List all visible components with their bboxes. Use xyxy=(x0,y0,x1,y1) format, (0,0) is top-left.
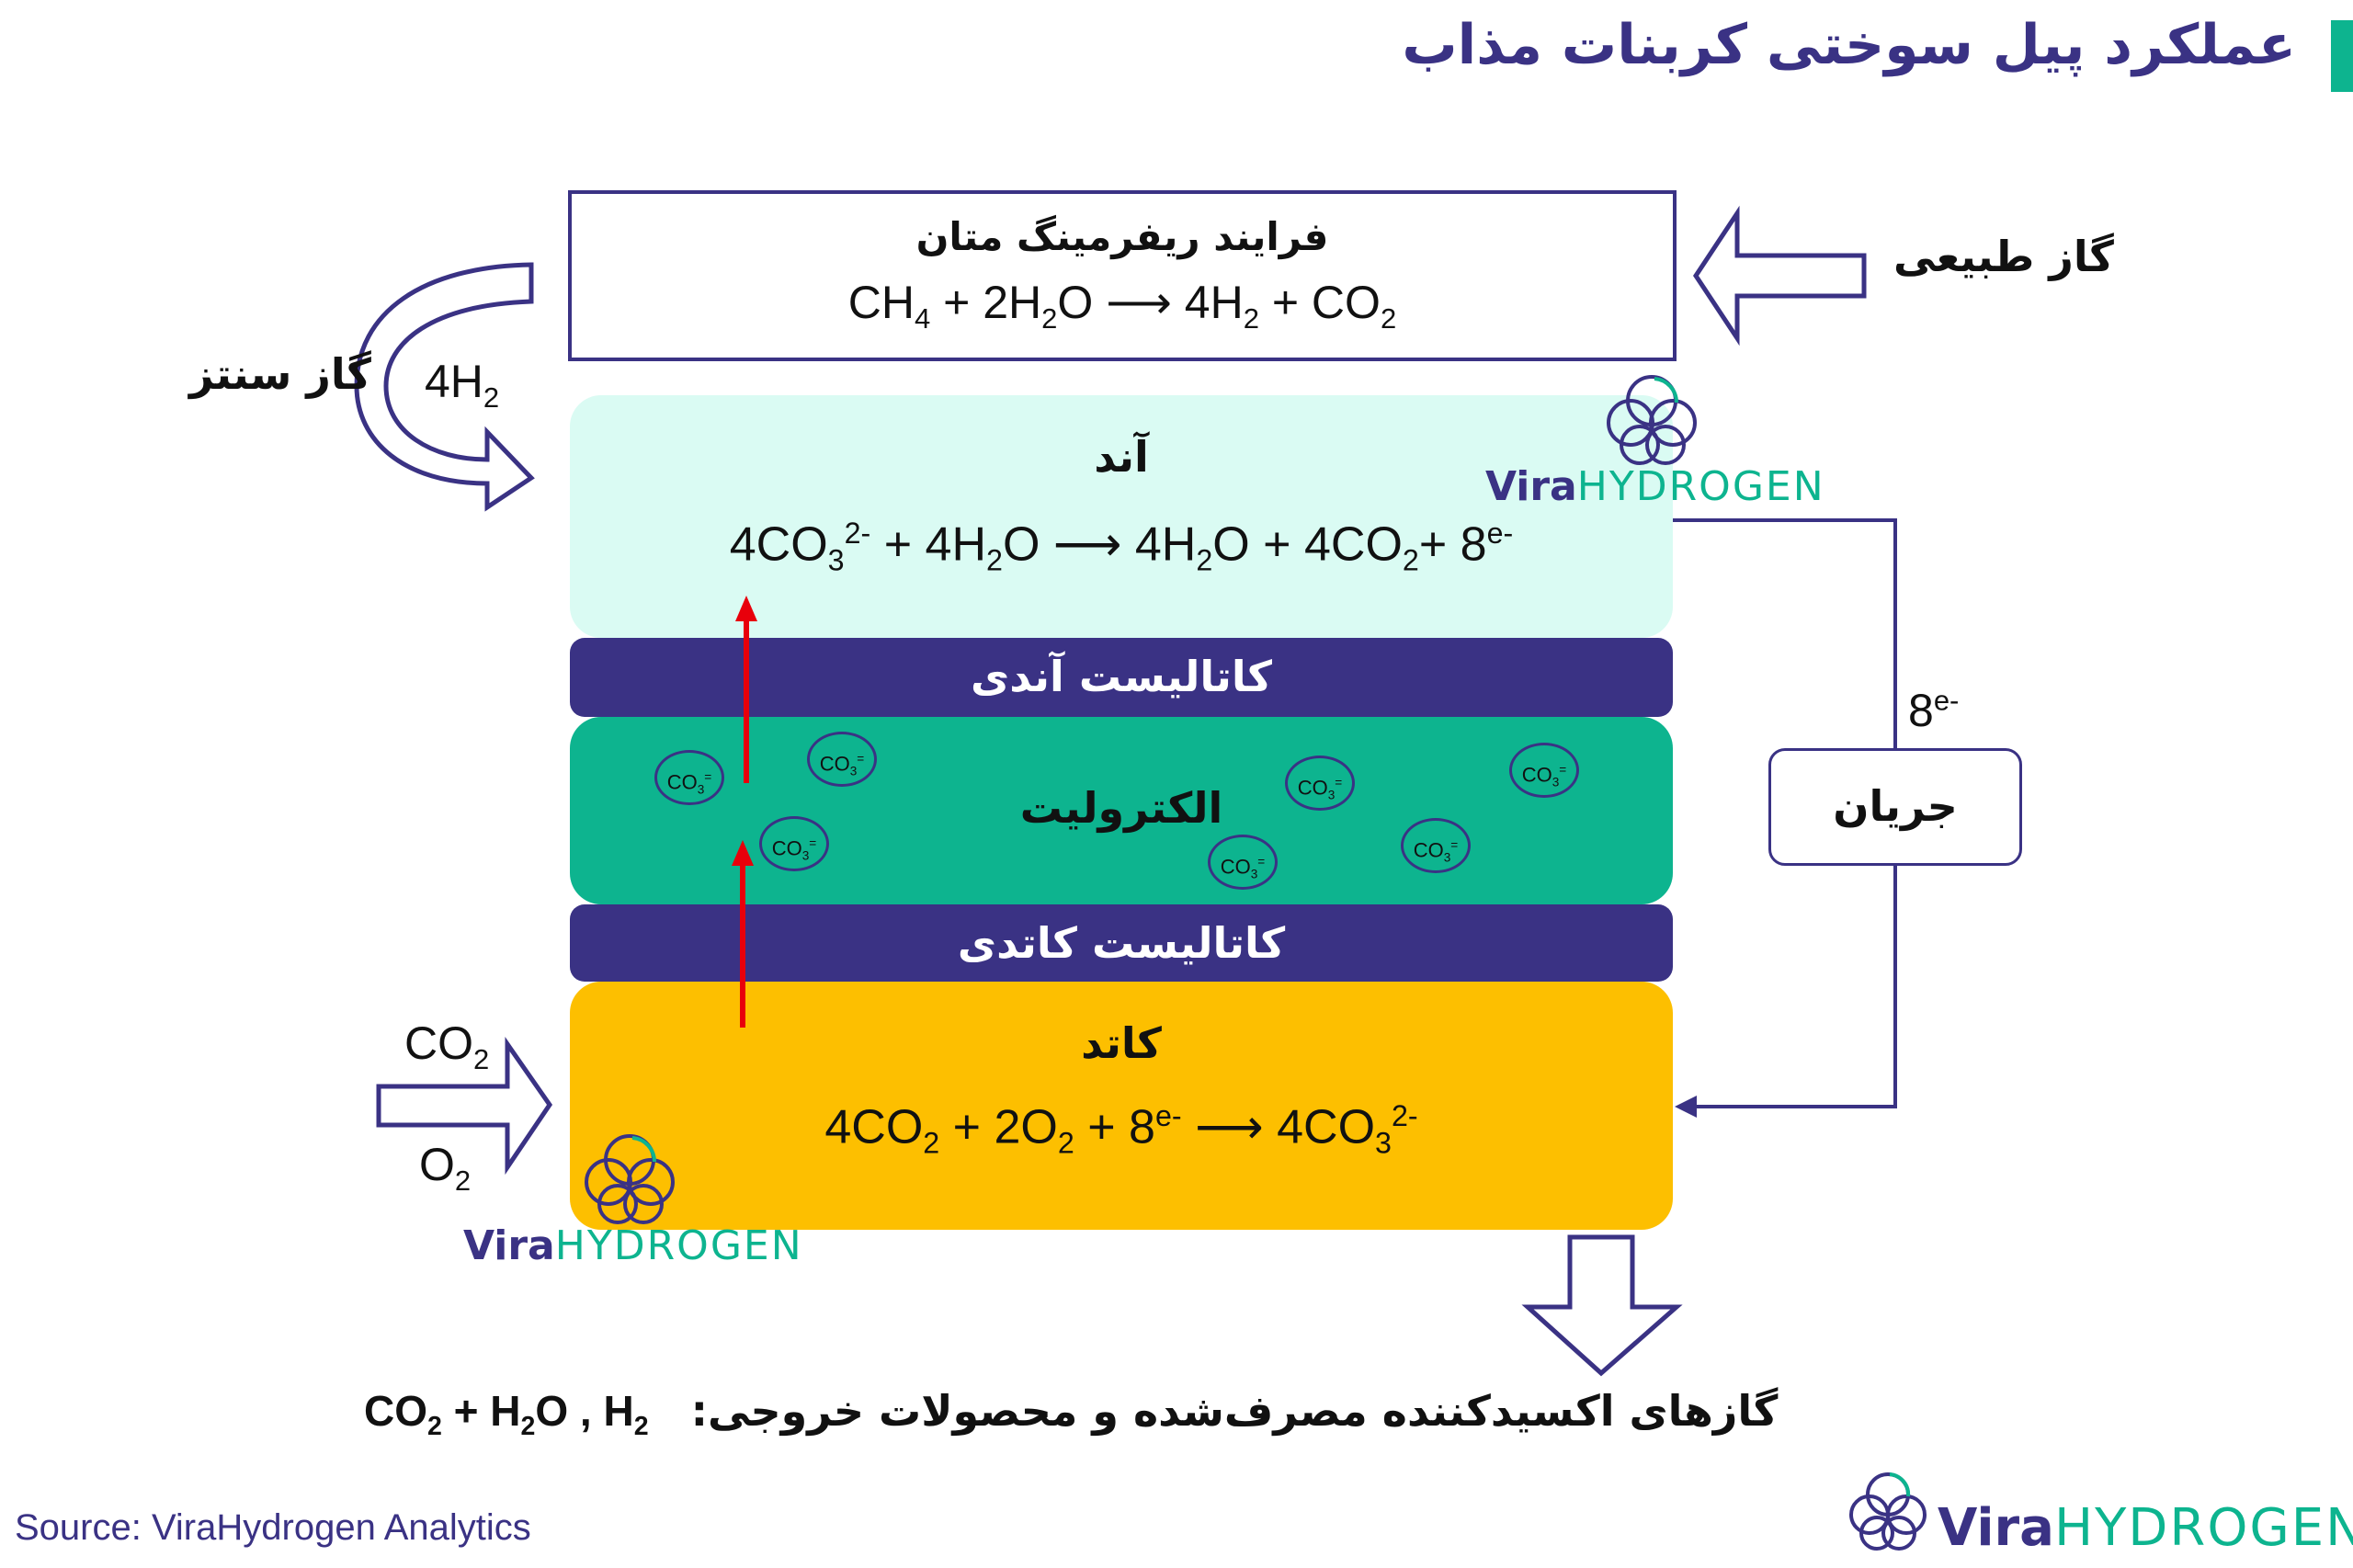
ion-flow-arrowhead-lower xyxy=(732,840,754,866)
reforming-equation: CH4 + 2H2O ⟶ 4H2 + CO2 xyxy=(847,277,1397,335)
reforming-heading: فرایند ریفرمینگ متان xyxy=(915,214,1329,259)
page-title: عملکرد پیل سوختی کربنات مذاب xyxy=(1402,13,2296,77)
cathode-layer: کاتد 4CO2 + 2O2 + 8e- ⟶ 4CO32- xyxy=(570,982,1673,1230)
syngas-curved-arrow xyxy=(354,262,535,512)
vira-logo-mark-icon xyxy=(1607,375,1697,465)
carbonate-ion: CO3= xyxy=(1509,743,1579,798)
anode-catalyst-label: کاتالیست آندی xyxy=(971,652,1272,701)
exhaust-description: گازهای اکسیدکننده مصرف‌شده و محصولات خرو… xyxy=(690,1386,1779,1436)
circuit-arrowhead xyxy=(1675,1096,1697,1118)
exhaust-products-text: CO2 + H2O , H2 گازهای اکسیدکننده مصرف‌شد… xyxy=(364,1386,1778,1442)
vira-logo-watermark: ViraHYDROGEN xyxy=(1485,463,1825,510)
cathode-input-arrow xyxy=(376,1037,553,1176)
source-text: Source: ViraHydrogen Analytics xyxy=(15,1507,531,1548)
carbonate-ion: CO3= xyxy=(759,816,829,871)
anode-label: آند xyxy=(1094,432,1149,482)
external-circuit-wire-return xyxy=(1689,866,1897,1108)
reforming-box: فرایند ریفرمینگ متان CH4 + 2H2O ⟶ 4H2 + … xyxy=(568,190,1677,361)
vira-brand-logo: ViraHYDROGEN xyxy=(1938,1498,2353,1558)
vira-logo-mark-icon xyxy=(585,1134,675,1224)
syngas-formula: 4H2 xyxy=(425,356,500,414)
anode-equation: 4CO32- + 4H2O ⟶ 4H2O + 4CO2+ 8e- xyxy=(729,517,1514,577)
cathode-equation: 4CO2 + 2O2 + 8e- ⟶ 4CO32- xyxy=(824,1099,1418,1160)
title-accent-bar xyxy=(2331,20,2353,92)
anode-layer: آند 4CO32- + 4H2O ⟶ 4H2O + 4CO2+ 8e- xyxy=(570,395,1673,638)
carbonate-ion: CO3= xyxy=(654,750,724,805)
ion-flow-arrowhead-upper xyxy=(735,596,757,621)
electrons-label: 8e- xyxy=(1908,684,1960,736)
cathode-catalyst-label: کاتالیست کاتدی xyxy=(957,918,1286,968)
syngas-label: گاز سنتز xyxy=(189,349,371,399)
current-box: جریان xyxy=(1768,748,2022,866)
carbonate-ion: CO3= xyxy=(807,732,877,787)
electrolyte-label: الکترولیت xyxy=(1019,783,1223,833)
cathode-catalyst-layer: کاتالیست کاتدی xyxy=(570,904,1673,982)
carbonate-ion: CO3= xyxy=(1285,756,1355,811)
vira-brand-logo-icon xyxy=(1849,1472,1927,1551)
exhaust-output-arrow xyxy=(1521,1234,1683,1377)
o2-input-label: O2 xyxy=(419,1139,472,1197)
co2-input-label: CO2 xyxy=(404,1017,490,1075)
natural-gas-arrow xyxy=(1693,205,1867,347)
electrolyte-layer: الکترولیت xyxy=(570,717,1673,904)
exhaust-formula: CO2 + H2O , H2 xyxy=(364,1387,649,1442)
vira-logo-watermark: ViraHYDROGEN xyxy=(463,1222,803,1269)
carbonate-ion: CO3= xyxy=(1208,835,1278,890)
external-circuit-wire xyxy=(1673,518,1897,748)
carbonate-ion: CO3= xyxy=(1401,818,1471,873)
anode-catalyst-layer: کاتالیست آندی xyxy=(570,638,1673,717)
cathode-label: کاتد xyxy=(1081,1018,1162,1068)
natural-gas-label: گاز طبیعی xyxy=(1893,232,2114,281)
